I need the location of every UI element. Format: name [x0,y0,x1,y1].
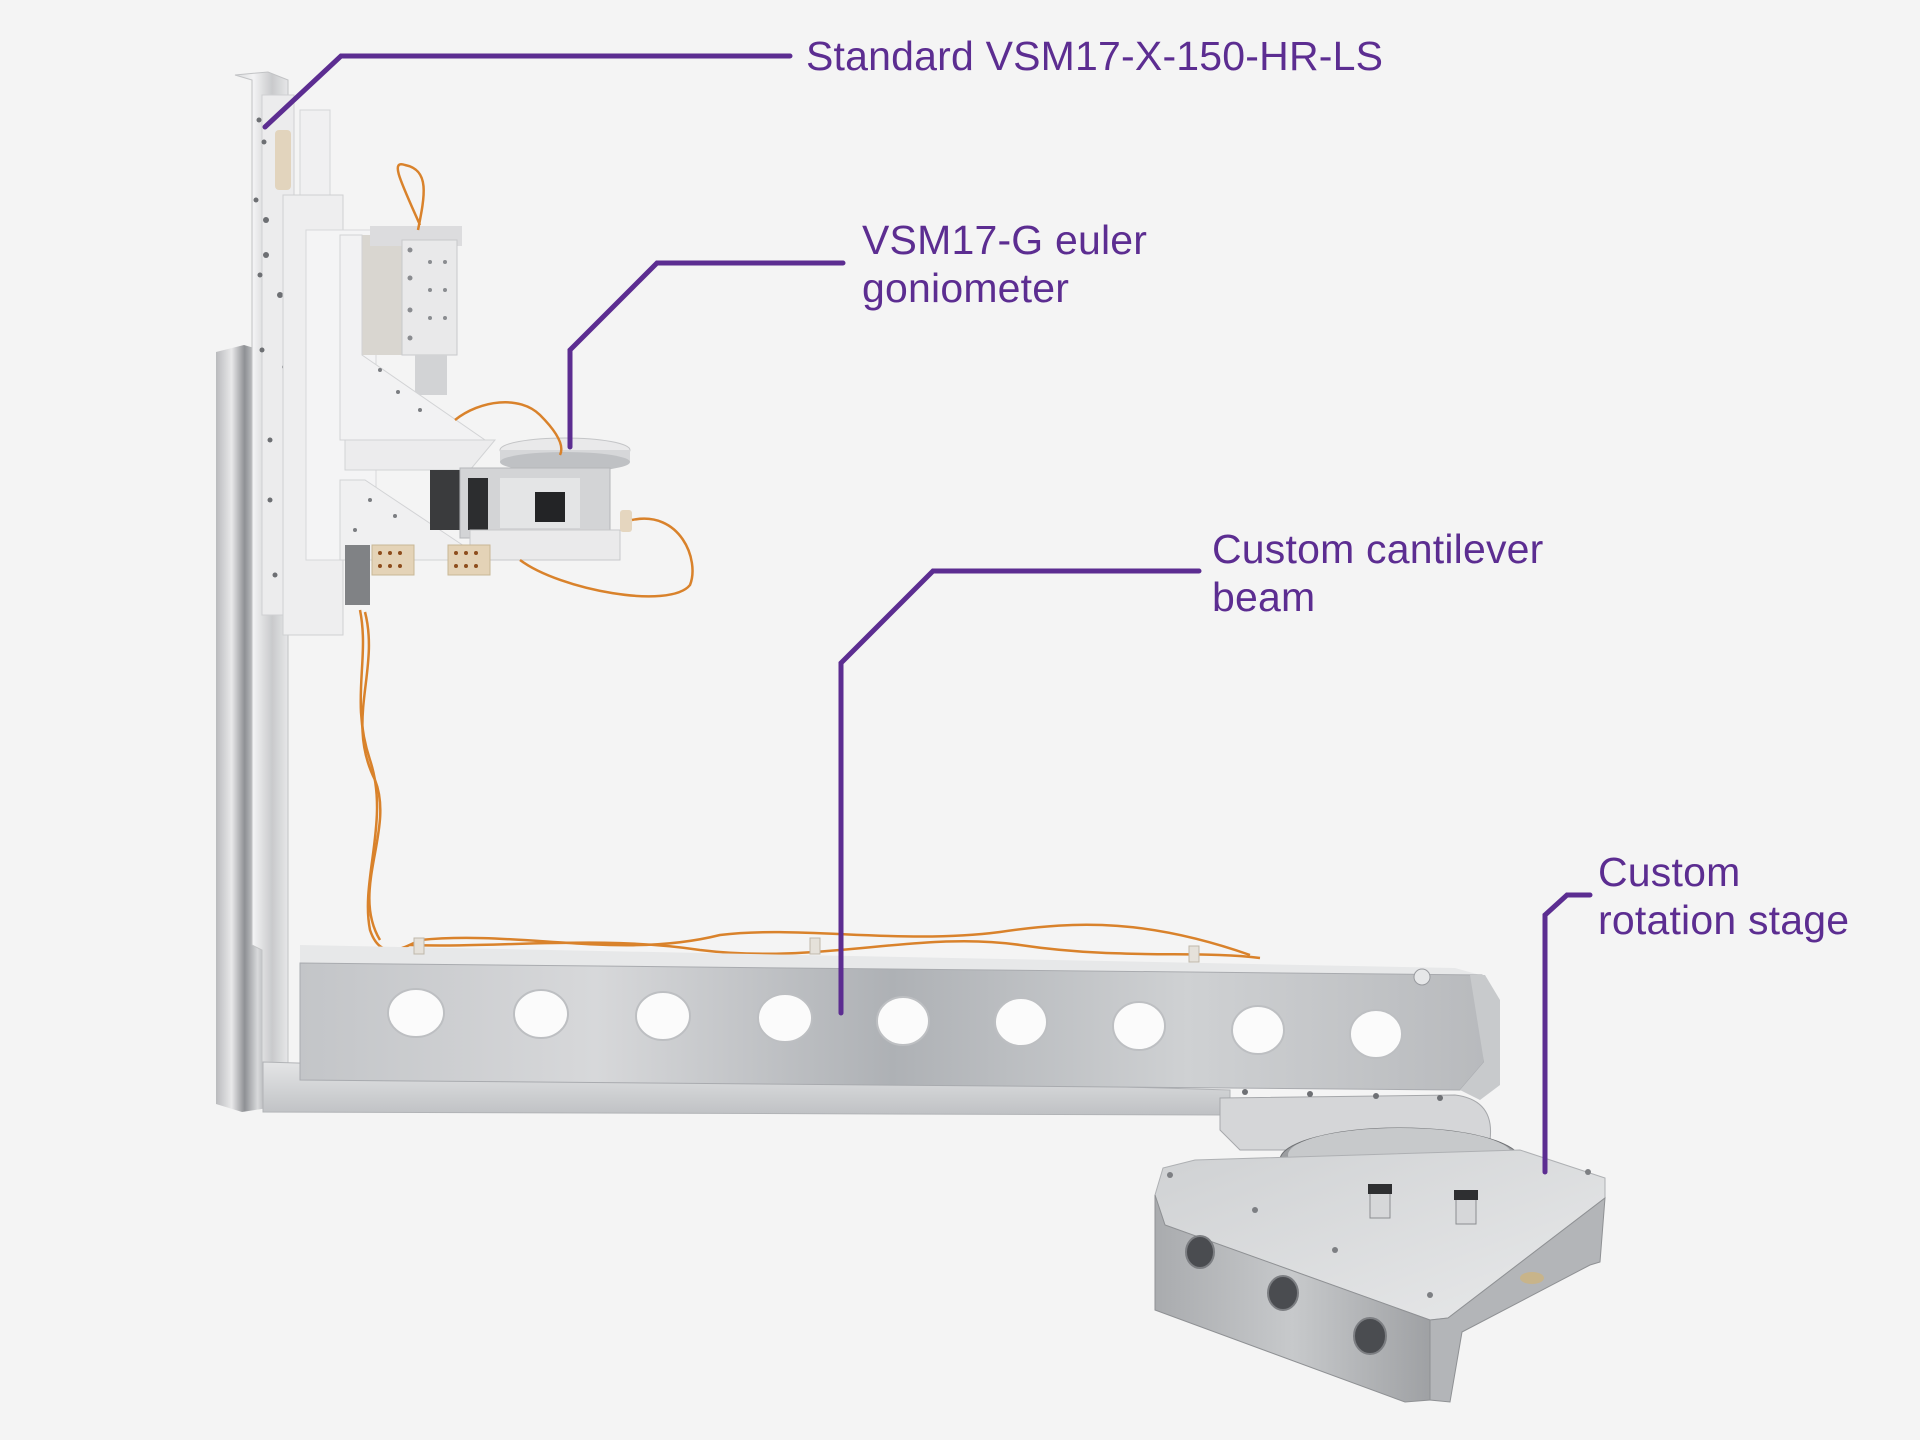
callout-text: Custom cantilever [1212,526,1544,572]
callout-label-standard-stage: Standard VSM17-X-150-HR-LS [806,32,1383,80]
vertical-column [216,71,331,1113]
callout-text: beam [1212,574,1316,620]
sensor-wires [358,163,1261,960]
callout-text: Standard VSM17-X-150-HR-LS [806,33,1384,79]
goniometer-assembly [282,194,632,636]
base-holes [1185,1235,1387,1355]
callout-text: rotation stage [1598,897,1850,943]
callout-label-euler-goniometer: VSM17-G euler goniometer [862,216,1147,312]
leader-line-standard-stage [262,53,793,130]
leader-line-rotation-stage [1542,892,1593,1175]
cantilever-beam [262,937,1500,1151]
callout-label-cantilever-beam: Custom cantilever beam [1212,525,1544,621]
beam-holes [387,988,1403,1059]
rotation-stage [1154,1127,1606,1403]
callout-text: goniometer [862,265,1070,311]
callout-label-rotation-stage: Custom rotation stage [1598,848,1849,944]
callout-text: Custom [1598,849,1741,895]
leader-line-cantilever-beam [838,568,1202,1016]
callout-text: VSM17-G euler [862,217,1148,263]
leader-line-euler-goniometer [567,260,846,450]
